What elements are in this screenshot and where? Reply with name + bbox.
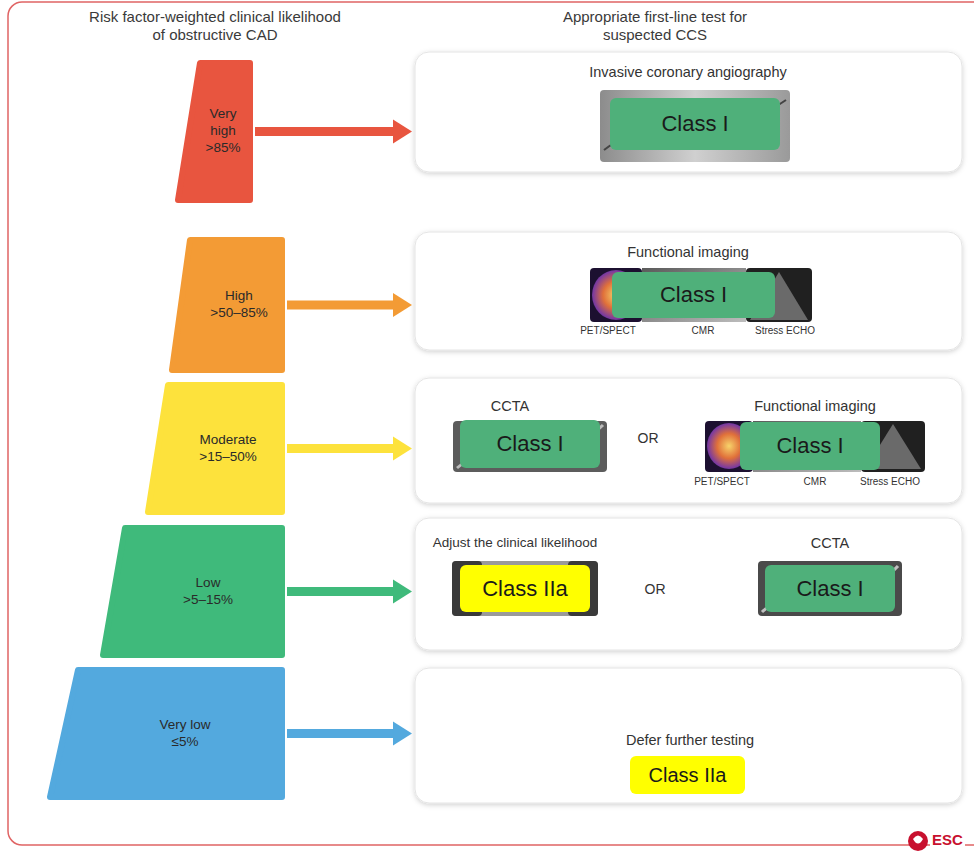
or-word: OR xyxy=(638,430,659,447)
band-text: Very high>85% xyxy=(200,63,246,200)
likelihood-range: >5–15% xyxy=(183,592,233,609)
test-heading: Defer further testing xyxy=(626,732,754,749)
likelihood-range: >50–85% xyxy=(210,305,267,322)
likelihood-band: Moderate>15–50% xyxy=(148,385,282,512)
or-word: OR xyxy=(645,581,666,598)
class-label: Class I xyxy=(660,282,727,308)
panel-fills xyxy=(415,52,962,803)
class-box: Class I xyxy=(460,420,600,468)
arrow-connector xyxy=(287,722,412,746)
class-label: Class IIa xyxy=(482,576,568,602)
arrow-head xyxy=(393,120,412,144)
arrow-connector xyxy=(255,120,412,144)
likelihood-name: Very low xyxy=(159,717,210,734)
test-panel: Invasive coronary angiographyClass I xyxy=(415,52,962,172)
test-heading: CCTA xyxy=(811,535,849,552)
arrow-connector xyxy=(287,293,412,317)
band-fill xyxy=(103,528,282,655)
arrow-head xyxy=(393,722,412,746)
arrow-connector xyxy=(287,437,412,461)
class-box: Class IIa xyxy=(460,565,590,612)
likelihood-band: Very low≤5% xyxy=(50,670,282,797)
test-heading: Functional imaging xyxy=(627,244,749,261)
likelihood-band: Very high>85% xyxy=(178,63,250,200)
band-fill xyxy=(50,670,282,797)
scan-image xyxy=(452,561,598,616)
arrow-shaft xyxy=(287,587,396,596)
logo-text: ESC xyxy=(930,831,965,849)
likelihood-name: Low xyxy=(196,575,221,592)
test-heading: Invasive coronary angiography xyxy=(589,64,786,81)
class-box: Class I xyxy=(740,422,880,470)
arrow-shaft xyxy=(255,127,396,136)
likelihood-range: >15–50% xyxy=(199,449,256,466)
image-caption: PET/SPECT xyxy=(694,476,750,488)
class-label: Class I xyxy=(661,111,728,137)
arrow-shaft xyxy=(287,729,396,738)
band-text: Moderate>15–50% xyxy=(180,385,276,512)
panel-fill xyxy=(415,378,962,503)
test-panel: Functional imagingClass I xyxy=(415,232,962,350)
ccta-image xyxy=(758,561,902,616)
class-box: Class I xyxy=(765,565,895,612)
band-text: High>50–85% xyxy=(202,240,276,370)
arrow-head xyxy=(393,580,412,604)
likelihood-range: ≤5% xyxy=(172,734,199,751)
ccta-image xyxy=(453,421,607,472)
band-fill xyxy=(178,63,250,200)
outer-frame xyxy=(8,2,974,845)
class-box: Class IIa xyxy=(630,756,745,794)
arrow-shaft xyxy=(287,301,396,310)
column-heading: Appropriate first-line test for suspecte… xyxy=(548,8,763,44)
panel-fill xyxy=(415,52,962,172)
band-text: Low>5–15% xyxy=(143,528,273,655)
arrow-head xyxy=(393,437,412,461)
likelihood-band: Low>5–15% xyxy=(103,528,282,655)
image-caption: Stress ECHO xyxy=(860,476,920,488)
likelihood-name: Moderate xyxy=(199,432,256,449)
arrow-head xyxy=(393,293,412,317)
image-caption: CMR xyxy=(692,325,715,337)
class-box: Class I xyxy=(612,272,775,318)
image-caption: CMR xyxy=(804,476,827,488)
image-caption: Stress ECHO xyxy=(755,325,815,337)
panel-fill xyxy=(415,232,962,350)
column-heading: Risk factor-weighted clinical likelihood… xyxy=(86,8,344,44)
class-label: Class I xyxy=(796,576,863,602)
logo-mark xyxy=(908,831,928,851)
likelihood-name: Very high xyxy=(200,106,246,140)
test-heading: Functional imaging xyxy=(754,398,876,415)
likelihood-band: High>50–85% xyxy=(172,240,282,370)
band-text: Very low≤5% xyxy=(100,670,270,797)
class-label: Class IIa xyxy=(649,764,727,787)
logo-mark xyxy=(913,836,923,844)
panel-fill xyxy=(415,668,962,803)
likelihood-range: >85% xyxy=(206,140,241,157)
band-fill xyxy=(148,385,282,512)
image-caption: PET/SPECT xyxy=(580,325,636,337)
arrow-shaft xyxy=(287,444,396,453)
arrow-connector xyxy=(287,580,412,604)
test-panel: Adjust the clinical likelihoodOR CCTA Clas… xyxy=(415,518,962,650)
likelihood-name: High xyxy=(225,288,253,305)
band-fill xyxy=(172,240,282,370)
class-label: Class I xyxy=(496,431,563,457)
test-heading: CCTA xyxy=(491,398,529,415)
class-label: Class I xyxy=(776,433,843,459)
test-panel: Defer further testingClass IIa xyxy=(415,668,962,803)
panel-fill xyxy=(415,518,962,650)
class-box: Class I xyxy=(610,98,780,150)
test-heading: Adjust the clinical likelihood xyxy=(433,535,597,551)
band-shape xyxy=(50,670,282,797)
esc-logo xyxy=(908,831,928,851)
vessel-line xyxy=(762,566,898,612)
angiography-image xyxy=(600,90,790,162)
